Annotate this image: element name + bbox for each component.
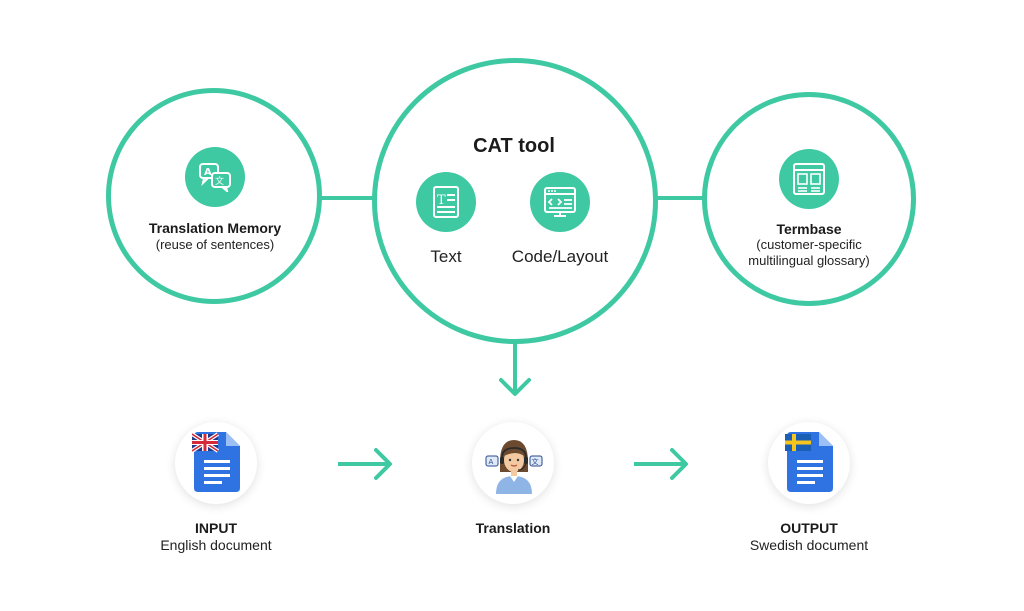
svg-text:A: A — [489, 458, 494, 466]
svg-text:T: T — [437, 193, 446, 208]
translation-memory-subtitle: (reuse of sentences) — [155, 237, 275, 252]
output-subtitle: Swedish document — [749, 537, 869, 553]
input-title: INPUT — [195, 520, 237, 536]
output-node — [768, 422, 850, 504]
text-label: Text — [430, 247, 462, 266]
input-subtitle: English document — [160, 537, 272, 553]
termbase-title: Termbase — [776, 221, 842, 237]
translate-icon: A 文 — [185, 147, 245, 207]
down-arrow-icon — [497, 340, 533, 407]
translation-memory-circle — [106, 88, 322, 304]
output-title: OUTPUT — [780, 520, 838, 536]
code-layout-label: Code/Layout — [511, 247, 609, 266]
connector-left — [318, 196, 376, 200]
cat-tool-circle — [372, 58, 658, 344]
svg-text:文: 文 — [532, 457, 539, 466]
translation-memory-title: Translation Memory — [148, 220, 282, 236]
svg-text:A: A — [204, 167, 212, 178]
svg-text:文: 文 — [215, 175, 224, 187]
termbase-subtitle-line1: (customer-specific — [756, 237, 862, 252]
right-arrow-icon — [632, 446, 692, 487]
translation-title: Translation — [475, 520, 551, 536]
input-node — [175, 422, 257, 504]
translator-avatar-icon: A 文 — [485, 440, 543, 494]
cat-tool-title: CAT tool — [473, 135, 555, 157]
connector-right — [654, 196, 706, 200]
text-document-icon: T — [416, 172, 476, 232]
glossary-icon — [779, 149, 839, 209]
uk-flag-document-icon — [192, 432, 240, 492]
termbase-subtitle-line2: multilingual glossary) — [748, 253, 870, 268]
swedish-flag-document-icon — [785, 432, 833, 492]
code-window-icon — [530, 172, 590, 232]
translation-node: A 文 — [472, 422, 554, 504]
right-arrow-icon — [336, 446, 396, 487]
